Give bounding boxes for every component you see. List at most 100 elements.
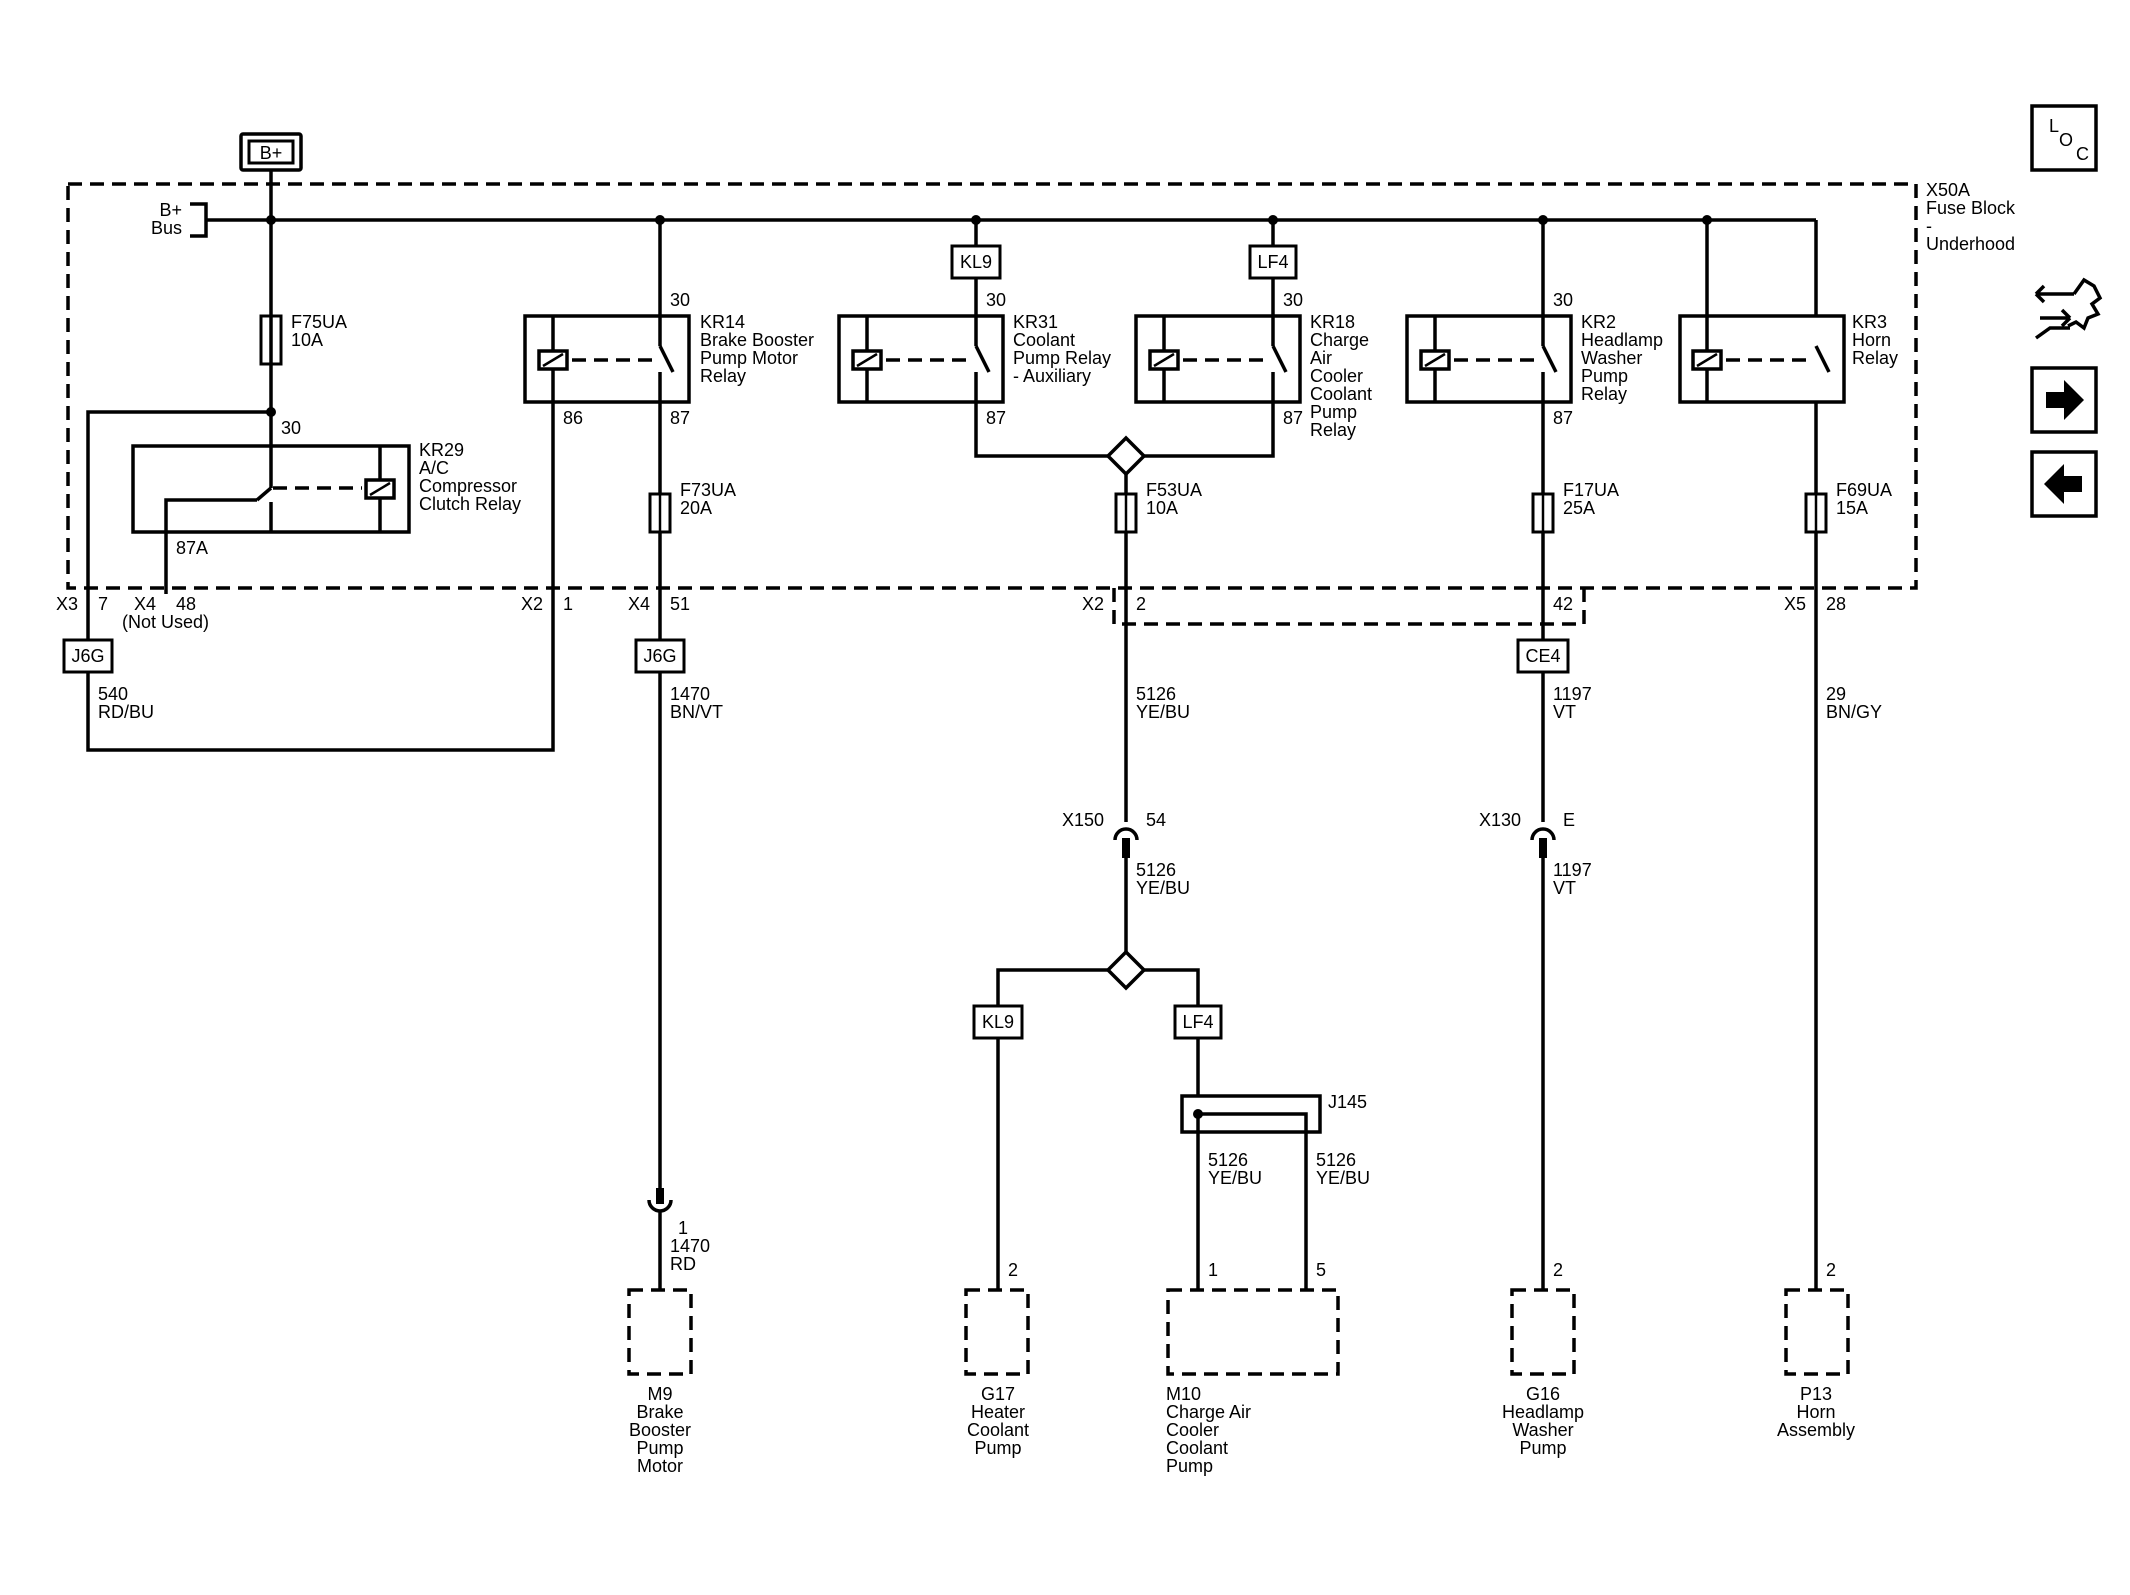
splice-ce4: CE4 [1516, 638, 1570, 674]
relay-kr18 [1134, 314, 1302, 404]
component-m9-label: M9 Brake Booster Pump Motor [629, 1384, 691, 1476]
svg-text:28: 28 [1826, 594, 1846, 614]
svg-text:Horn: Horn [1796, 1402, 1835, 1422]
wire-1197-label-b: 1197 VT [1553, 860, 1592, 898]
svg-text:X50A: X50A [1926, 180, 1970, 200]
arrow-right-icon [2046, 380, 2084, 420]
svg-text:29: 29 [1826, 684, 1846, 704]
svg-text:Relay: Relay [700, 366, 746, 386]
back-button[interactable] [2030, 450, 2098, 518]
svg-text:10A: 10A [1146, 498, 1178, 518]
connector-labels: X3 7 X4 48 (Not Used) X2 1 X4 51 X2 2 42… [56, 594, 1846, 632]
splice-diamond-bottom [1105, 949, 1147, 991]
svg-text:Washer: Washer [1581, 348, 1642, 368]
splice-j6g-brake: J6G [634, 638, 686, 674]
svg-text:KR31: KR31 [1013, 312, 1058, 332]
svg-text:LF4: LF4 [1257, 252, 1288, 272]
component-g17 [964, 1288, 1030, 1376]
svg-text:51: 51 [670, 594, 690, 614]
inline-connector-x150: X150 54 [1062, 810, 1166, 858]
svg-text:Coolant: Coolant [967, 1420, 1029, 1440]
svg-text:5126: 5126 [1136, 860, 1176, 880]
svg-text:2: 2 [1826, 1260, 1836, 1280]
svg-text:Pump: Pump [1310, 402, 1357, 422]
loc-button[interactable]: L O C [2030, 104, 2098, 172]
svg-text:Relay: Relay [1581, 384, 1627, 404]
svg-text:30: 30 [1553, 290, 1573, 310]
svg-text:B+: B+ [260, 143, 283, 163]
svg-text:Clutch Relay: Clutch Relay [419, 494, 521, 514]
svg-text:Headlamp: Headlamp [1502, 1402, 1584, 1422]
svg-text:54: 54 [1146, 810, 1166, 830]
forward-button[interactable] [2030, 366, 2098, 434]
svg-text:YE/BU: YE/BU [1136, 878, 1190, 898]
svg-text:1470: 1470 [670, 1236, 710, 1256]
svg-text:M10: M10 [1166, 1384, 1201, 1404]
b-plus-supply: B+ [239, 132, 303, 172]
svg-text:20A: 20A [680, 498, 712, 518]
svg-text:F69UA: F69UA [1836, 480, 1892, 500]
fuse-f17ua: F17UA 25A [1531, 480, 1619, 534]
wire-5126-label-a: 5126 YE/BU [1136, 684, 1190, 722]
relay-kr2-label: KR2 Headlamp Washer Pump Relay [1581, 312, 1663, 404]
svg-text:Brake Booster: Brake Booster [700, 330, 814, 350]
svg-text:540: 540 [98, 684, 128, 704]
svg-text:Relay: Relay [1852, 348, 1898, 368]
svg-text:X4: X4 [628, 594, 650, 614]
svg-text:Brake: Brake [636, 1402, 683, 1422]
component-g16 [1510, 1288, 1576, 1376]
relay-kr14-label: KR14 Brake Booster Pump Motor Relay [700, 312, 814, 386]
wire-29-label: 29 BN/GY [1826, 684, 1882, 722]
svg-text:10A: 10A [291, 330, 323, 350]
svg-text:YE/BU: YE/BU [1316, 1168, 1370, 1188]
relay-kr31-label: KR31 Coolant Pump Relay - Auxiliary [1013, 312, 1111, 386]
component-m10 [1166, 1288, 1340, 1376]
svg-text:E: E [1563, 810, 1575, 830]
svg-text:F17UA: F17UA [1563, 480, 1619, 500]
svg-text:Motor: Motor [637, 1456, 683, 1476]
relay-kr3-label: KR3 Horn Relay [1852, 312, 1898, 368]
wire-1470-rd-label: 1470 RD [670, 1236, 710, 1274]
svg-text:86: 86 [563, 408, 583, 428]
svg-text:X130: X130 [1479, 810, 1521, 830]
svg-text:30: 30 [281, 418, 301, 438]
inline-connector-x130: X130 E [1479, 810, 1575, 858]
svg-text:Pump: Pump [1581, 366, 1628, 386]
svg-text:Coolant: Coolant [1013, 330, 1075, 350]
tools-icon[interactable] [2034, 277, 2103, 340]
relay-kr29 [131, 444, 411, 534]
component-m9 [627, 1288, 693, 1376]
svg-text:- Auxiliary: - Auxiliary [1013, 366, 1091, 386]
svg-text:2: 2 [1008, 1260, 1018, 1280]
wire-1197-label-a: 1197 VT [1553, 684, 1592, 722]
svg-text:X150: X150 [1062, 810, 1104, 830]
svg-text:KR2: KR2 [1581, 312, 1616, 332]
svg-text:1197: 1197 [1553, 684, 1592, 704]
svg-text:KR3: KR3 [1852, 312, 1887, 332]
svg-text:Coolant: Coolant [1166, 1438, 1228, 1458]
svg-text:Underhood: Underhood [1926, 234, 2015, 254]
svg-text:O: O [2059, 130, 2073, 150]
component-m10-label: M10 Charge Air Cooler Coolant Pump [1166, 1384, 1251, 1476]
splice-j145: J145 [1180, 1092, 1367, 1134]
option-kl9-top: KL9 [950, 244, 1002, 280]
svg-text:30: 30 [670, 290, 690, 310]
relay-kr3 [1678, 314, 1846, 404]
wire-1470-label: 1470 BN/VT [670, 684, 723, 722]
option-lf4-top: LF4 [1248, 244, 1298, 280]
svg-text:J6G: J6G [71, 646, 104, 666]
svg-text:30: 30 [986, 290, 1006, 310]
svg-text:5: 5 [1316, 1260, 1326, 1280]
svg-text:Coolant: Coolant [1310, 384, 1372, 404]
svg-text:2: 2 [1553, 1260, 1563, 1280]
relay-kr29-label: KR29 A/C Compressor Clutch Relay [419, 440, 521, 514]
svg-text:Headlamp: Headlamp [1581, 330, 1663, 350]
svg-text:X5: X5 [1784, 594, 1806, 614]
fuse-block-boundary [66, 182, 1918, 590]
svg-text:-: - [1926, 216, 1932, 236]
svg-text:KL9: KL9 [960, 252, 992, 272]
svg-text:1470: 1470 [670, 684, 710, 704]
svg-text:1: 1 [1208, 1260, 1218, 1280]
svg-text:15A: 15A [1836, 498, 1868, 518]
svg-text:VT: VT [1553, 702, 1576, 722]
